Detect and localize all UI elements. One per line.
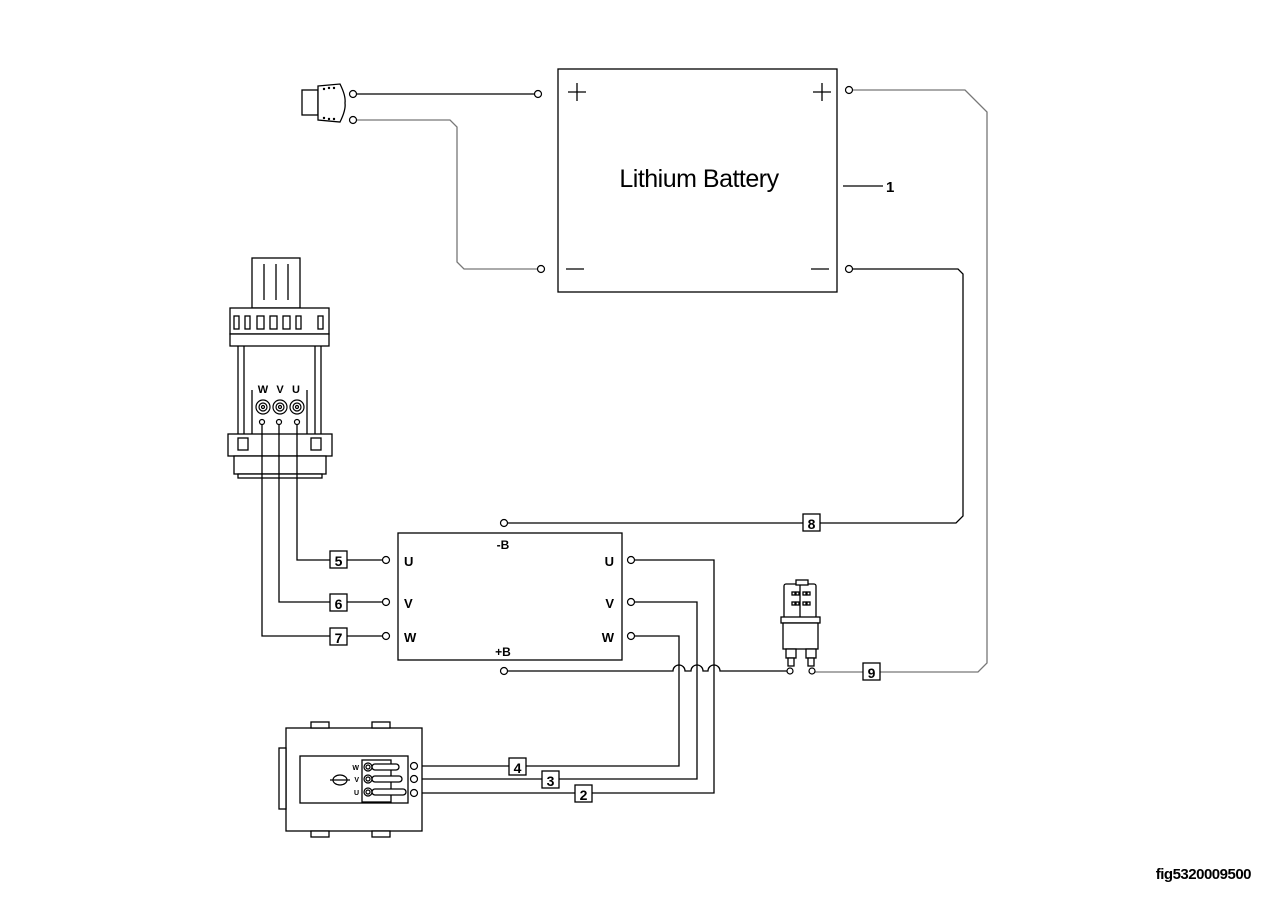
callout-1: 1 — [886, 179, 894, 196]
motor-connector: W V U — [227, 257, 333, 479]
svg-text:7: 7 — [335, 630, 343, 646]
svg-text:5: 5 — [335, 553, 343, 569]
svg-text:U: U — [292, 384, 300, 396]
svg-text:V: V — [605, 596, 614, 611]
svg-text:U: U — [605, 554, 614, 569]
svg-text:W: W — [258, 384, 269, 396]
wire-tag-5 — [329, 550, 348, 569]
wire-controller-positive — [508, 664, 787, 672]
junction-box: W V U — [278, 721, 423, 838]
svg-text:W: W — [602, 630, 615, 645]
svg-text:+B: +B — [495, 645, 511, 659]
charging-plug — [301, 83, 346, 123]
wire-tag-4 — [508, 757, 527, 776]
wire-battery-positive — [815, 89, 988, 673]
wire-battery-negative — [508, 268, 964, 524]
svg-text:W: W — [352, 765, 359, 772]
wire-4 — [418, 635, 680, 767]
lithium-battery: Lithium Battery — [557, 68, 838, 293]
svg-text:U: U — [404, 554, 413, 569]
battery-label: Lithium Battery — [619, 165, 779, 193]
svg-text:U: U — [354, 790, 359, 797]
wire-6 — [278, 425, 382, 603]
svg-text:V: V — [276, 384, 284, 396]
wire-5 — [296, 425, 382, 561]
svg-text:9: 9 — [868, 665, 876, 681]
motor-controller: U V W U V W -B +B — [397, 532, 623, 661]
svg-text:3: 3 — [547, 773, 555, 789]
svg-text:-B: -B — [497, 538, 510, 552]
wire-tag-3 — [541, 770, 560, 789]
svg-text:6: 6 — [335, 596, 343, 612]
svg-text:V: V — [354, 777, 359, 784]
svg-text:4: 4 — [514, 760, 522, 776]
wire-tag-8 — [802, 513, 821, 532]
svg-text:2: 2 — [580, 787, 588, 803]
relay — [780, 579, 821, 667]
figure-id: fig5320009500 — [1155, 866, 1252, 883]
svg-text:W: W — [404, 630, 417, 645]
wire-plug-negative — [357, 119, 537, 270]
wire-tag-2 — [574, 784, 593, 803]
wire-tag-7 — [329, 627, 348, 646]
svg-text:V: V — [404, 596, 413, 611]
wire-tag-6 — [329, 593, 348, 612]
wire-2 — [418, 559, 715, 794]
wire-tag-9 — [862, 662, 881, 681]
svg-text:8: 8 — [808, 516, 816, 532]
